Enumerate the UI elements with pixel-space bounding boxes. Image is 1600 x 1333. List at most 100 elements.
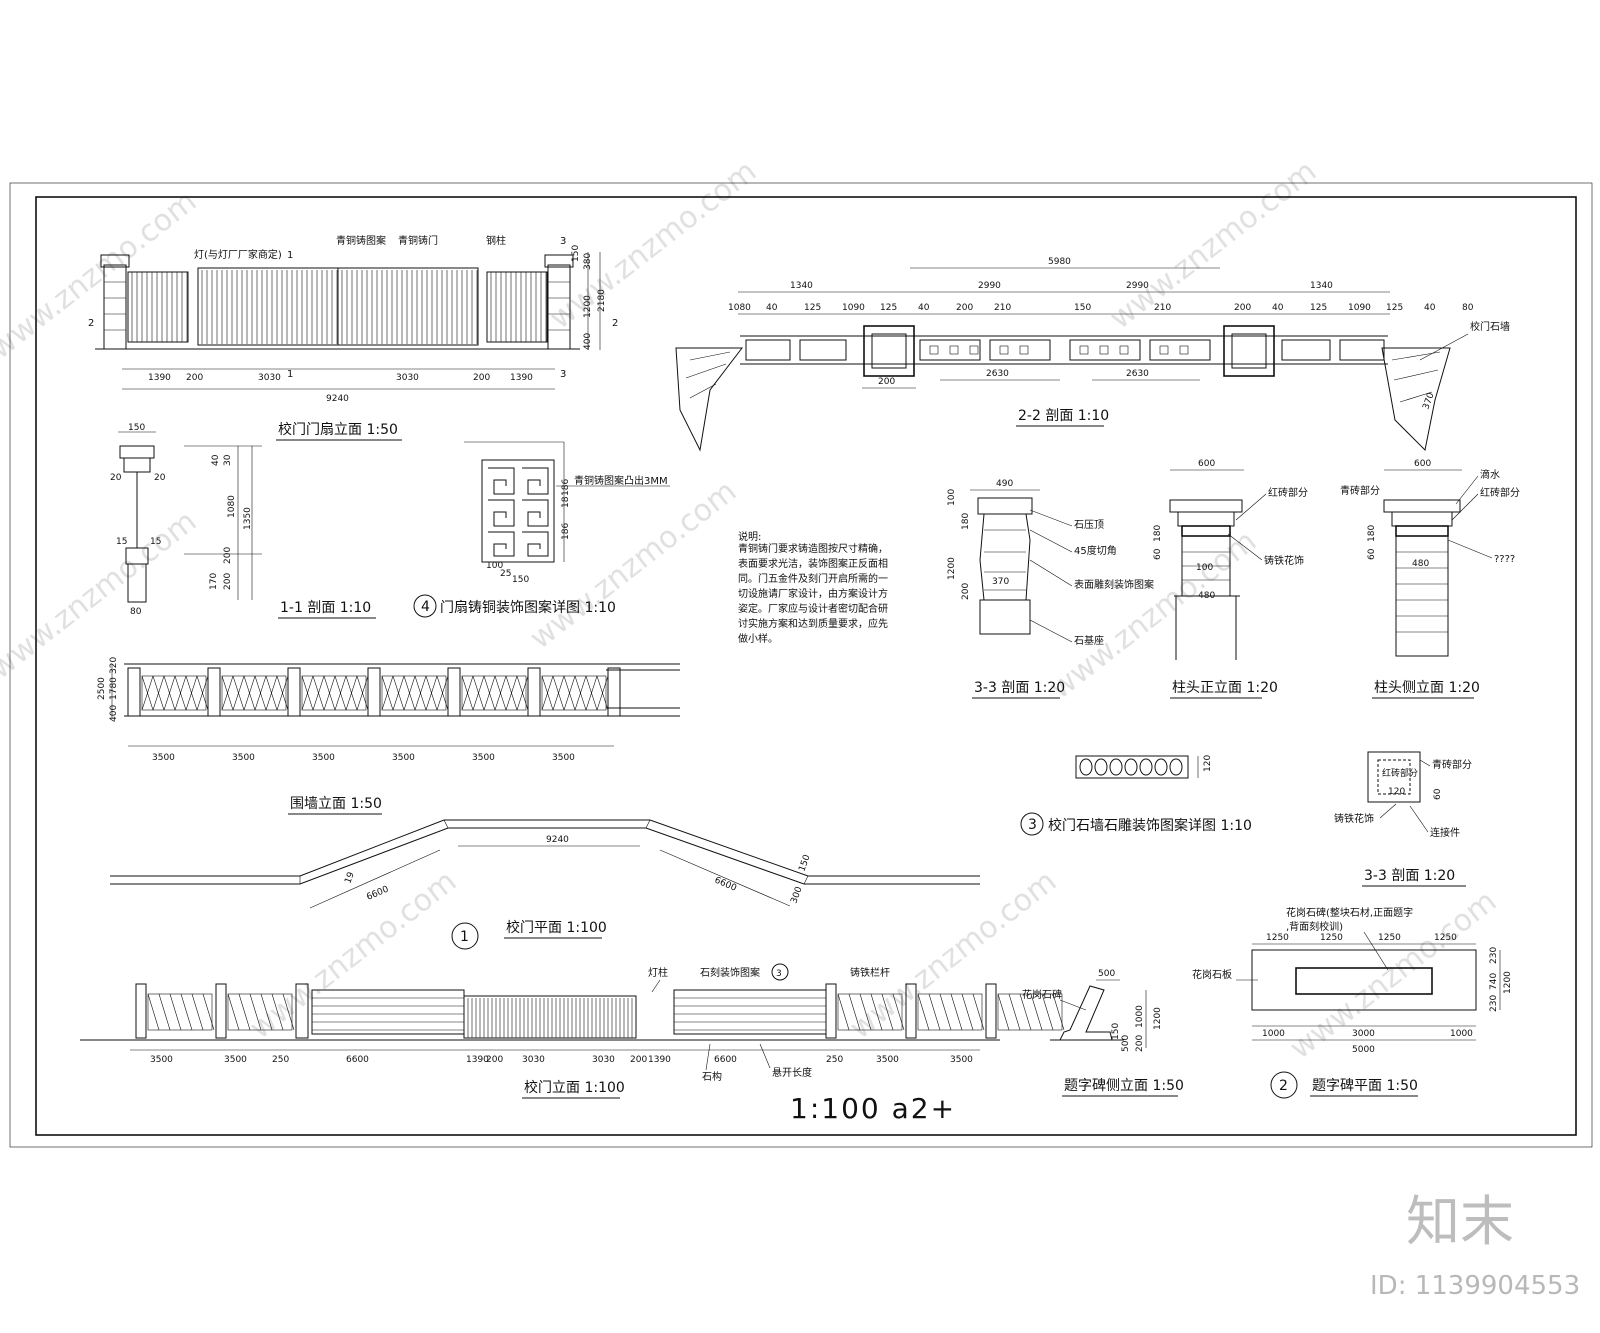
carving-oval <box>1124 758 1138 776</box>
label-granite-stele: 花岗石碑(整块石材,正面题字,背面刻校训) <box>1286 906 1413 933</box>
sheet-scale: 1:100 a2+ <box>790 1092 956 1125</box>
dim: 40 <box>766 303 778 313</box>
gate-bars <box>467 998 633 1038</box>
elev-lattice <box>961 993 974 1031</box>
dim: 3500 <box>950 1055 973 1065</box>
elev-panel <box>997 993 1063 1031</box>
title-gate-plan: 校门平面 1:100 <box>506 919 607 936</box>
detail-number-circle <box>451 922 479 950</box>
detail-number-circle <box>413 594 437 618</box>
carving-oval <box>1079 758 1093 776</box>
elev-lattice <box>859 993 872 1031</box>
elev-lattice <box>928 993 941 1031</box>
dim: 186 <box>561 479 571 496</box>
fence-lattice <box>436 675 449 711</box>
dim-150: 150 <box>797 853 812 873</box>
callout-circle <box>771 963 789 981</box>
brick-courses <box>312 997 826 1031</box>
cell-square <box>1079 345 1089 355</box>
cell <box>1281 339 1331 361</box>
cell-square <box>1179 345 1189 355</box>
dim: 3500 <box>312 753 335 763</box>
dim: 3030 <box>522 1055 545 1065</box>
dim: 186 <box>561 523 571 540</box>
dim: 200 <box>223 547 233 564</box>
dim: 1000 <box>1262 1029 1285 1039</box>
dim: 3500 <box>472 753 495 763</box>
detail-number-circle <box>1270 1071 1298 1099</box>
cell-square <box>1159 345 1169 355</box>
title-column-head-front: 柱头正立面 1:20 <box>1172 680 1278 696</box>
elev-panel <box>147 993 213 1031</box>
sheet-outer-border <box>9 182 1593 1148</box>
dim: 40 <box>1272 303 1284 313</box>
fence-lattice <box>232 675 245 711</box>
dim: 1390 <box>648 1055 671 1065</box>
fence-lattice <box>356 675 369 711</box>
dim: 210 <box>994 303 1011 313</box>
title-gate-elevation: 校门立面 1:100 <box>524 1079 625 1096</box>
cell-square <box>969 345 979 355</box>
pillar-section <box>863 325 915 377</box>
elev-lattice <box>870 993 883 1031</box>
dim-2630: 2630 <box>986 369 1009 379</box>
dim-380: 380 <box>583 253 593 270</box>
gate-bars <box>131 270 547 344</box>
elev-lattice <box>972 993 985 1031</box>
stone-wall-right <box>673 989 827 1035</box>
granite-stele <box>1295 967 1433 995</box>
notes-body: 青铜铸门要求铸造图按尺寸精确，表面要求光洁，装饰图案正反面相同。门五金件及刻门开… <box>738 542 888 645</box>
cell <box>989 339 1051 361</box>
label-steel-column: 钢柱 <box>486 234 506 247</box>
fence-lattice <box>334 675 347 711</box>
elev-lattice <box>260 993 273 1031</box>
right-wall-hatch <box>1381 347 1451 452</box>
label-unknown: ???? <box>1494 554 1515 565</box>
dim: 40 <box>1424 303 1436 313</box>
section-mark: 3 <box>560 236 566 247</box>
label-red-brick: 红砖部分 <box>1382 767 1418 779</box>
watermark-text: www.znzmo.com <box>843 864 1063 1046</box>
dim: 3030 <box>592 1055 615 1065</box>
elev-lattice <box>271 993 284 1031</box>
fence-panels <box>127 667 621 717</box>
elev-post <box>985 983 997 1039</box>
fence-lattice <box>552 675 565 711</box>
greek-key-pattern <box>488 467 549 557</box>
dim: 30 <box>223 454 233 466</box>
dim: 3500 <box>552 753 575 763</box>
watermark-text: www.znzmo.com <box>0 184 203 366</box>
fence-lattice <box>472 675 485 711</box>
elev-lattice <box>238 993 251 1031</box>
dim: 490 <box>996 479 1013 489</box>
elev-post <box>295 983 309 1039</box>
elev-lattice <box>1030 993 1043 1031</box>
dim: 60 <box>1433 788 1443 800</box>
dim: 125 <box>1310 303 1327 313</box>
fence-post <box>367 667 381 717</box>
dim: 1390 <box>466 1055 489 1065</box>
cell-square <box>999 345 1009 355</box>
dim: 125 <box>880 303 897 313</box>
fence-panel <box>301 675 367 711</box>
fence-lattice <box>276 675 289 711</box>
dim-300: 300 <box>789 885 804 905</box>
elev-lattice <box>1052 993 1065 1031</box>
cell-square <box>949 345 959 355</box>
dim: 180 <box>1367 525 1377 542</box>
label-connector: 连接件 <box>1430 826 1460 839</box>
dim-1200: 1200 <box>583 295 593 318</box>
cell <box>1069 339 1141 361</box>
dim: 15 <box>150 537 161 547</box>
stone-wall-left <box>311 989 465 1035</box>
side-fence-left <box>127 271 189 343</box>
elev-lattice <box>848 993 861 1031</box>
cell <box>799 339 847 361</box>
elev-lattice <box>158 993 171 1031</box>
fence-lattice <box>494 675 507 711</box>
fence-panel <box>381 675 447 711</box>
label-lamp-post: 灯柱 <box>648 966 668 979</box>
label-carving: 表面雕刻装饰图案 <box>1074 578 1154 591</box>
fence-panel <box>221 675 287 711</box>
